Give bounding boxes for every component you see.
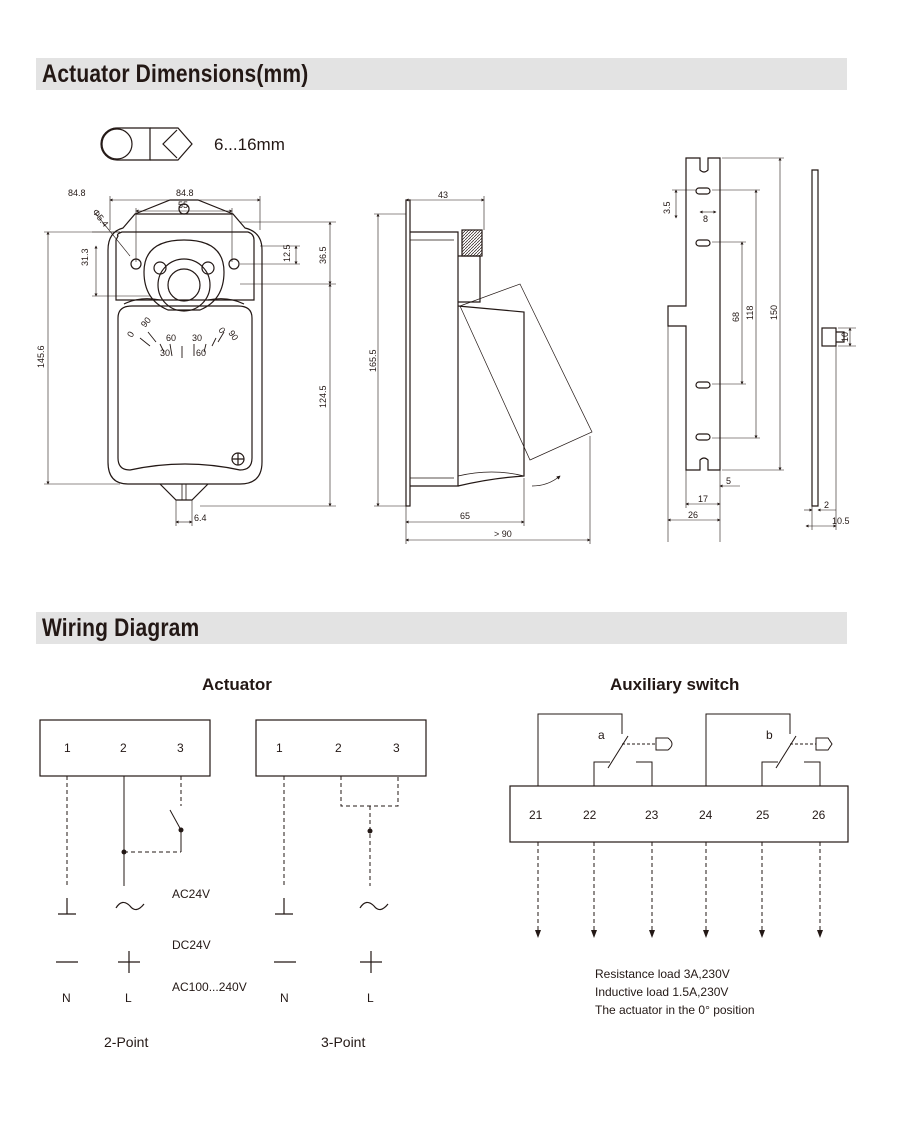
- bracket-dimension-lines: [667, 157, 856, 542]
- bracket-dim-slot-width: 8: [703, 214, 708, 224]
- bracket-dim-inner-slots: 68: [731, 312, 741, 322]
- terminal-2pt-1: 1: [64, 741, 71, 755]
- aux-terminal-22: 22: [583, 808, 597, 822]
- bracket-dim-tab: 5: [726, 476, 731, 486]
- note-inductive-load: Inductive load 1.5A,230V: [595, 985, 728, 999]
- dim-hole-spacing: 55: [178, 200, 188, 210]
- aux-switch-title: Auxiliary switch: [610, 675, 739, 694]
- aux-terminal-25: 25: [756, 808, 770, 822]
- actuator-title: Actuator: [202, 675, 272, 694]
- aux-terminal-24: 24: [699, 808, 713, 822]
- dim-hole-diameter: Φ5.4: [90, 207, 110, 229]
- label-l-3pt: L: [367, 991, 374, 1005]
- terminal-3pt-1: 1: [276, 741, 283, 755]
- front-dimension-lines: [44, 196, 336, 526]
- dim-top-left: 84.8: [68, 188, 86, 198]
- dim-total-height: 145.6: [36, 345, 46, 368]
- terminal-2pt-2: 2: [120, 741, 127, 755]
- shaft-size-symbol: [100, 127, 193, 161]
- aux-terminal-26: 26: [812, 808, 826, 822]
- bracket-dim-width-inner: 17: [698, 494, 708, 504]
- scale-right-90: 90: [226, 328, 240, 342]
- label-l-2pt: L: [125, 991, 132, 1005]
- side-dim-height: 165.5: [368, 349, 378, 372]
- aux-terminal-21: 21: [529, 808, 543, 822]
- side-dimension-lines: [374, 196, 591, 544]
- wiring-title: Wiring Diagram: [42, 614, 200, 642]
- side-dim-top: 43: [438, 190, 448, 200]
- label-n-2pt: N: [62, 991, 71, 1005]
- dim-top-width: 84.8: [176, 188, 194, 198]
- aux-switch-wiring: [509, 713, 849, 930]
- dim-right-top: 36.5: [318, 246, 328, 264]
- dim-right-small: 12.5: [282, 244, 292, 262]
- side-view: [405, 199, 593, 507]
- bracket-dim-edge: 10.5: [832, 516, 850, 526]
- switch-b-label: b: [766, 728, 773, 742]
- side-dim-swing: > 90: [494, 529, 512, 539]
- actuator-wiring-dots: [121, 827, 373, 855]
- bracket-dim-thickness: 2: [824, 500, 829, 510]
- mode-2-point: 2-Point: [104, 1034, 148, 1050]
- scale-left-90: 90: [139, 315, 153, 329]
- side-dim-depth: 65: [460, 511, 470, 521]
- bracket-dim-pin: 10: [840, 332, 850, 342]
- scale-right-60: 60: [196, 348, 206, 358]
- scale-left-30: 30: [160, 348, 170, 358]
- scale-left-0: 0: [125, 330, 136, 339]
- bracket-view: [667, 157, 845, 507]
- mode-3-point: 3-Point: [321, 1034, 365, 1050]
- supply-ac24v: AC24V: [172, 887, 210, 901]
- wiring-header: Wiring Diagram: [36, 612, 847, 644]
- label-n-3pt: N: [280, 991, 289, 1005]
- note-zero-position: The actuator in the 0° position: [595, 1003, 755, 1017]
- scale-right-30: 30: [192, 333, 202, 343]
- shaft-size-label: 6...16mm: [214, 135, 285, 154]
- bracket-dim-outer-slots: 118: [745, 306, 755, 320]
- dim-right-lower: 124.5: [318, 385, 328, 408]
- dim-bottom-tab: 6.4: [194, 513, 207, 523]
- dimensions-header: Actuator Dimensions(mm): [36, 58, 847, 90]
- terminal-3pt-3: 3: [393, 741, 400, 755]
- bracket-dim-overall: 150: [769, 305, 779, 320]
- dim-left-offset: 31.3: [80, 248, 90, 266]
- actuator-wiring: [39, 719, 427, 973]
- switch-a-label: a: [598, 728, 605, 742]
- aux-terminal-23: 23: [645, 808, 659, 822]
- supply-ac100-240v: AC100...240V: [172, 980, 247, 994]
- terminal-3pt-2: 2: [335, 741, 342, 755]
- aux-output-arrows: [535, 930, 823, 938]
- terminal-2pt-3: 3: [177, 741, 184, 755]
- scale-right-0: 0: [216, 325, 227, 335]
- bracket-dim-width-outer: 26: [688, 510, 698, 520]
- bracket-dim-slot-top: 3.5: [662, 201, 672, 214]
- front-view: [107, 199, 263, 501]
- note-resistance-load: Resistance load 3A,230V: [595, 967, 730, 981]
- dimensions-title: Actuator Dimensions(mm): [42, 60, 309, 88]
- scale-left-60: 60: [166, 333, 176, 343]
- supply-dc24v: DC24V: [172, 938, 211, 952]
